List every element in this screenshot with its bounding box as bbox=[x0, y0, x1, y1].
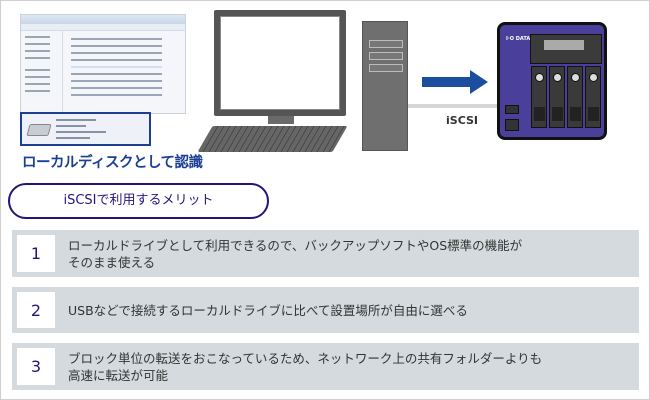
merit-number: 2 bbox=[17, 292, 55, 328]
merits-title: iSCSIで利用するメリット bbox=[8, 183, 269, 219]
disk-info-highlight bbox=[20, 112, 151, 146]
nas-device-icon: I·O DATA bbox=[497, 22, 607, 140]
hard-disk-icon bbox=[26, 124, 52, 136]
monitor-icon bbox=[214, 10, 346, 116]
merit-text: ブロック単位の転送をおこなっているため、ネットワーク上の共有フォルダーよりも高速… bbox=[68, 350, 543, 383]
brand-logo: I·O DATA bbox=[506, 36, 531, 42]
merit-item: 1 ローカルドライブとして利用できるので、バックアップソフトやOS標準の機能がそ… bbox=[12, 230, 639, 277]
keyboard-icon bbox=[197, 126, 348, 152]
merit-item: 3 ブロック単位の転送をおこなっているため、ネットワーク上の共有フォルダーよりも… bbox=[12, 343, 639, 390]
arrow-right-icon bbox=[422, 70, 488, 94]
explorer-screenshot bbox=[20, 14, 186, 114]
merit-text: ローカルドライブとして利用できるので、バックアップソフトやOS標準の機能がそのま… bbox=[68, 237, 523, 270]
iscsi-label: iSCSI bbox=[446, 114, 478, 127]
merit-number: 1 bbox=[17, 235, 55, 272]
network-line bbox=[408, 104, 504, 108]
caption: ローカルディスクとして認識 bbox=[22, 155, 203, 171]
monitor-stand bbox=[268, 116, 294, 124]
pc-tower-icon bbox=[362, 21, 408, 151]
merit-text: USBなどで接続するローカルドライブに比べて設置場所が自由に選べる bbox=[68, 302, 468, 318]
merit-item: 2 USBなどで接続するローカルドライブに比べて設置場所が自由に選べる bbox=[12, 287, 639, 333]
merit-number: 3 bbox=[17, 348, 55, 385]
